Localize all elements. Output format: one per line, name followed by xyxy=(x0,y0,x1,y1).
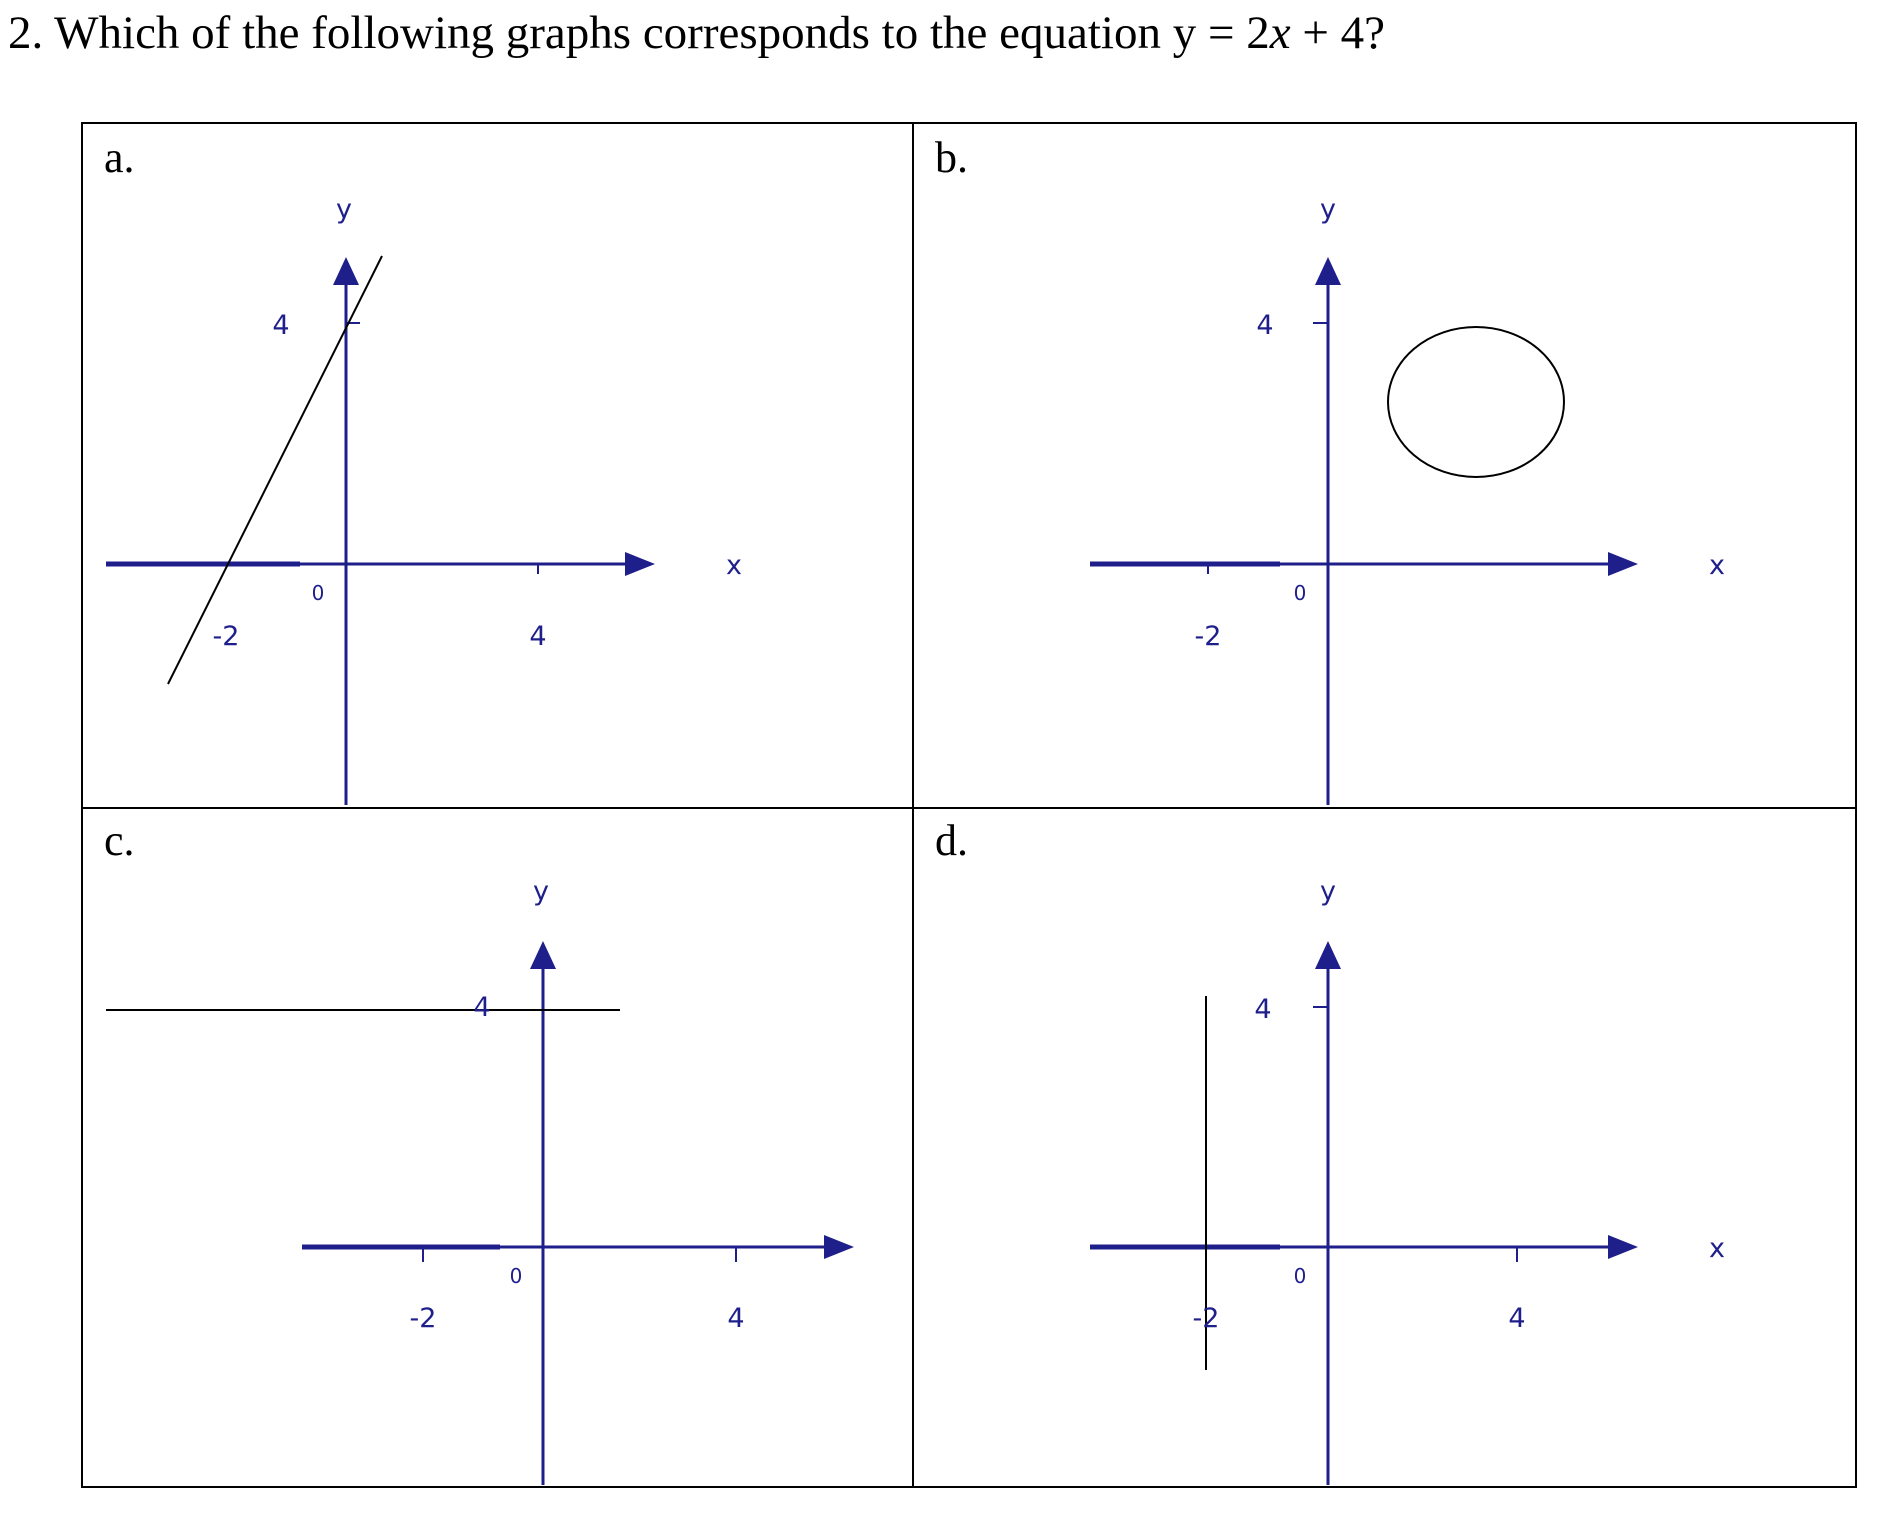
graph-a-x-arrow xyxy=(625,552,655,576)
graph-c-tick-label-y4: 4 xyxy=(473,992,490,1023)
graph-d-x-arrow xyxy=(1608,1235,1638,1259)
graph-b-tick-label-xneg2: -2 xyxy=(1195,621,1222,652)
option-b-label: b. xyxy=(935,133,968,182)
graph-d-origin-label: 0 xyxy=(1294,1264,1307,1288)
graph-b: y x 4 0 -2 xyxy=(1090,194,1725,805)
graph-c-origin-label: 0 xyxy=(510,1264,523,1288)
graph-a-y-label: y xyxy=(336,194,352,225)
graph-d-y-label: y xyxy=(1320,876,1336,907)
graph-a: y x 4 0 -2 4 xyxy=(106,194,742,805)
graph-a-x-label: x xyxy=(726,550,742,581)
graph-a-tick-label-y4: 4 xyxy=(272,310,289,341)
question-prefix: 2. Which of the following graphs corresp… xyxy=(8,7,1270,59)
question-suffix: + 4? xyxy=(1290,7,1385,59)
graph-c-tick-label-x4: 4 xyxy=(727,1303,744,1334)
graph-a-tick-label-x4: 4 xyxy=(529,621,546,652)
question-text: 2. Which of the following graphs corresp… xyxy=(8,6,1385,60)
graph-a-line xyxy=(167,255,383,685)
graph-c-y-arrow xyxy=(530,941,556,969)
graph-a-y-arrow xyxy=(333,257,359,285)
graph-a-origin-label: 0 xyxy=(312,581,325,605)
option-d-label: d. xyxy=(935,816,968,865)
graph-b-tick-label-y4: 4 xyxy=(1256,310,1273,341)
graph-c-x-arrow xyxy=(824,1235,854,1259)
graph-c-tick-label-xneg2: -2 xyxy=(410,1303,437,1334)
question-variable: x xyxy=(1269,7,1291,59)
graph-b-y-arrow xyxy=(1315,257,1341,285)
answer-grid xyxy=(81,122,1857,1488)
graph-d-y-arrow xyxy=(1315,941,1341,969)
graph-b-y-label: y xyxy=(1320,194,1336,225)
graph-a-tick-label-xneg2: -2 xyxy=(213,621,240,652)
graph-b-ellipse xyxy=(1387,326,1565,478)
option-c-label: c. xyxy=(104,816,135,865)
graph-b-x-label: x xyxy=(1709,550,1725,581)
graph-c-y-label: y xyxy=(533,876,549,907)
grid-divider-vertical xyxy=(912,124,914,1486)
graph-d-tick-label-xneg2: -2 xyxy=(1193,1303,1220,1334)
grid-divider-horizontal xyxy=(83,807,1855,809)
graph-d-tick-label-y4: 4 xyxy=(1254,994,1271,1025)
graph-d-tick-label-x4: 4 xyxy=(1508,1303,1525,1334)
graph-d-x-label: x xyxy=(1709,1233,1725,1264)
graph-b-x-arrow xyxy=(1608,552,1638,576)
graph-c: y 4 0 -2 4 xyxy=(106,876,854,1485)
option-a-label: a. xyxy=(104,133,135,182)
graph-b-origin-label: 0 xyxy=(1294,581,1307,605)
graph-d: y x 4 0 -2 4 xyxy=(1090,876,1725,1485)
